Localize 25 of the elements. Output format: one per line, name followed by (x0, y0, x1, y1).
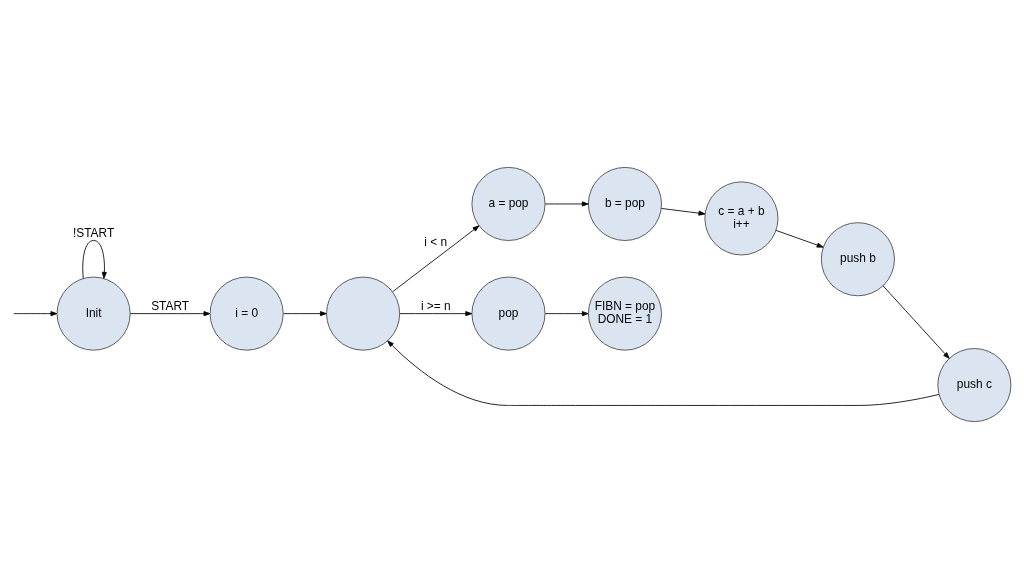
arrow (129, 310, 211, 316)
arrow (13, 310, 58, 316)
node-circle: pop (471, 276, 546, 351)
node-circle: FIBN = pop DONE = 1 (587, 276, 662, 351)
arrow (399, 310, 473, 316)
node-circle: b = pop (587, 166, 662, 241)
node-circle: push c (937, 347, 1012, 422)
arrow (283, 310, 327, 316)
edge-label: i >= n (420, 298, 451, 313)
node-circle: Init (56, 276, 131, 351)
edge-label: !START (73, 225, 115, 240)
node-circle (326, 276, 401, 351)
edge-label: START (151, 298, 190, 313)
arrow (882, 284, 950, 359)
node-circle: push b (820, 221, 895, 296)
arrow (544, 310, 589, 316)
node-circle: i = 0 (209, 276, 284, 351)
arrow (392, 224, 480, 292)
arrow (82, 239, 107, 279)
edge-label: i < n (424, 234, 448, 249)
arrow (661, 207, 706, 216)
arrow (775, 229, 824, 248)
node-circle: c = a + b i++ (704, 180, 779, 255)
arrow (387, 340, 940, 406)
arrow (544, 200, 589, 206)
